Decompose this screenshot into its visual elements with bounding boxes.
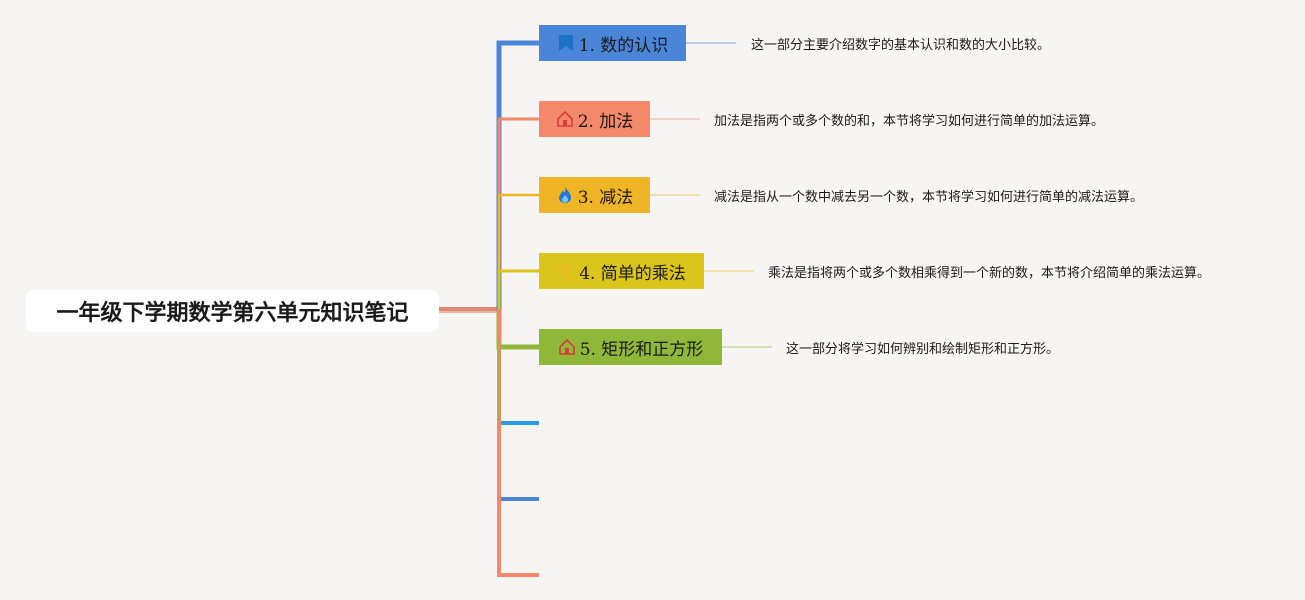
topic-multiplication[interactable]: 4. 简单的乘法 bbox=[539, 253, 704, 289]
house-icon bbox=[556, 110, 574, 128]
trunk-topic-5 bbox=[496, 309, 539, 350]
bookmark-icon bbox=[557, 34, 575, 52]
topic-subtraction[interactable]: 3. 减法 bbox=[539, 177, 650, 213]
topic-label: 3. 减法 bbox=[577, 187, 634, 208]
trunk-topic-2 bbox=[497, 117, 539, 309]
topic-note[interactable]: 加法是指两个或多个数的和，本节将学习如何进行简单的加法运算。 bbox=[714, 113, 1105, 129]
root-topic[interactable]: 一年级下学期数学第六单元知识笔记 bbox=[26, 290, 439, 332]
trunk-empty-2 bbox=[497, 309, 539, 501]
topic-number-recognition[interactable]: 1. 数的认识 bbox=[539, 25, 686, 61]
topic-label: 4. 简单的乘法 bbox=[579, 263, 686, 284]
topic-note[interactable]: 这一部分主要介绍数字的基本认识和数的大小比较。 bbox=[751, 37, 1051, 53]
flame-icon bbox=[556, 186, 574, 204]
sun-icon bbox=[557, 262, 575, 280]
topic-label: 2. 加法 bbox=[577, 111, 634, 132]
topic-label: 1. 数的认识 bbox=[578, 35, 669, 56]
trunk-topic-3 bbox=[497, 193, 539, 309]
trunk-topic-1 bbox=[496, 40, 539, 309]
trunk-empty-1 bbox=[497, 309, 539, 425]
house-icon bbox=[558, 338, 576, 356]
topic-addition[interactable]: 2. 加法 bbox=[539, 101, 650, 137]
topic-label: 5. 矩形和正方形 bbox=[579, 339, 704, 360]
trunk-topic-4 bbox=[497, 269, 539, 309]
topic-note[interactable]: 这一部分将学习如何辨别和绘制矩形和正方形。 bbox=[786, 341, 1060, 357]
topic-note[interactable]: 乘法是指将两个或多个数相乘得到一个新的数，本节将介绍简单的乘法运算。 bbox=[768, 265, 1211, 281]
topic-rectangle-square[interactable]: 5. 矩形和正方形 bbox=[539, 329, 722, 365]
topic-note[interactable]: 减法是指从一个数中减去另一个数，本节将学习如何进行简单的减法运算。 bbox=[714, 189, 1144, 205]
